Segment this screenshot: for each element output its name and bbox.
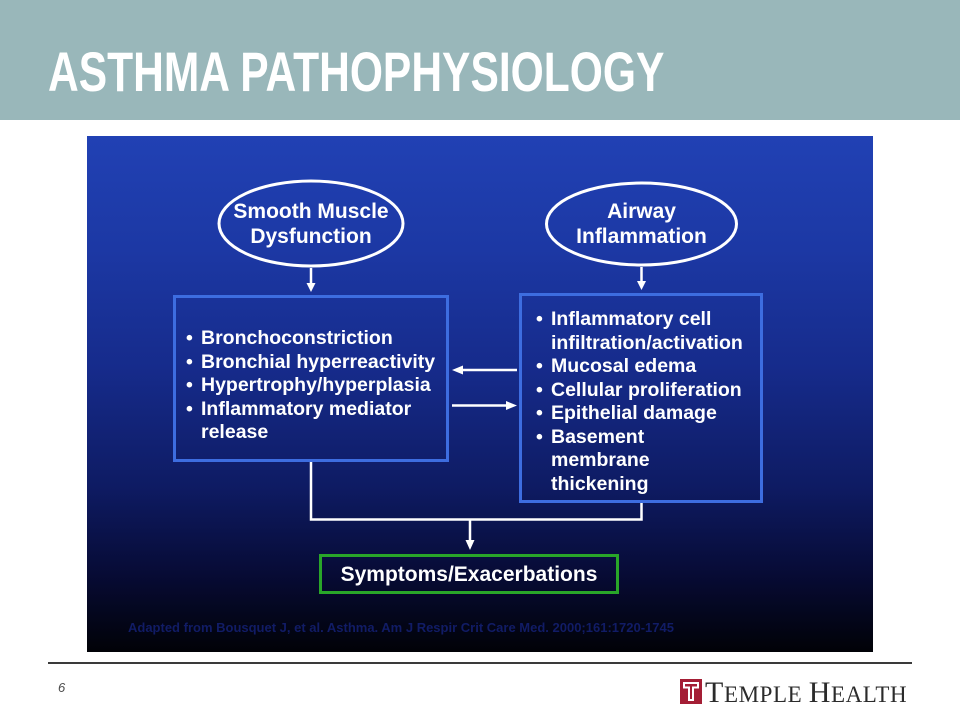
effect-item: Bronchoconstriction — [186, 327, 435, 351]
arrow-inflammation-to-smooth-muscle — [452, 365, 517, 375]
temple-t-icon — [680, 679, 702, 704]
arrow-smooth-muscle-to-effects — [306, 268, 316, 292]
effect-item: Cellular proliferation — [536, 379, 743, 403]
arrowhead-down — [306, 283, 316, 292]
footer-divider — [48, 662, 912, 664]
bullet-list-inflammation-effects: Inflammatory cell infiltration/activatio… — [536, 308, 743, 496]
brand-wordmark: TEMPLE HEALTH — [705, 678, 907, 710]
arrowhead-right — [506, 401, 517, 410]
arrow-inflammation-to-effects — [637, 267, 646, 290]
effect-item: Mucosal edema — [536, 355, 743, 379]
connector-merge — [309, 462, 643, 521]
effect-item: Bronchial hyperreactivity — [186, 351, 435, 375]
brand-word: TEMPLE — [705, 676, 803, 709]
citation: Adapted from Bousquet J, et al. Asthma. … — [128, 620, 674, 635]
diagram-panel: Smooth Muscle Dysfunction Airway Inflamm… — [87, 136, 873, 652]
arrowhead-down — [637, 281, 646, 290]
effect-item: Hypertrophy/hyperplasia — [186, 374, 435, 398]
outcome-label: Symptoms/Exacerbations — [340, 562, 598, 586]
box-inflammation-effects: Inflammatory cell infiltration/activatio… — [519, 293, 763, 503]
arrowhead-down — [465, 540, 475, 550]
arrowhead-left — [452, 365, 463, 375]
diagram-connectors — [217, 179, 738, 550]
box-symptoms-exacerbations: Symptoms/Exacerbations — [319, 554, 619, 594]
node-label-smooth-muscle: Smooth Muscle Dysfunction — [233, 199, 389, 248]
title-bar: ASTHMA PATHOPHYSIOLOGY — [0, 0, 960, 120]
logo-t-inner — [685, 684, 697, 699]
node-label-airway-inflammation: Airway Inflammation — [576, 200, 707, 248]
effect-item: Inflammatory mediator release — [186, 398, 435, 445]
effect-item: Epithelial damage — [536, 402, 743, 426]
effect-item: Basement membrane thickening — [536, 426, 743, 497]
arrow-to-symptoms — [465, 519, 475, 550]
brand-word: HEALTH — [808, 676, 908, 709]
effect-item: Inflammatory cell infiltration/activatio… — [536, 308, 743, 355]
slide-title: ASTHMA PATHOPHYSIOLOGY — [48, 40, 665, 103]
box-smooth-muscle-effects: Bronchoconstriction Bronchial hyperreact… — [173, 295, 449, 462]
bullet-list-smooth-muscle-effects: Bronchoconstriction Bronchial hyperreact… — [186, 327, 435, 445]
node-outline-smooth-muscle — [217, 179, 405, 268]
node-outline-airway-inflammation — [545, 181, 738, 267]
arrow-smooth-muscle-to-inflammation — [452, 401, 517, 410]
page-number: 6 — [58, 680, 66, 695]
